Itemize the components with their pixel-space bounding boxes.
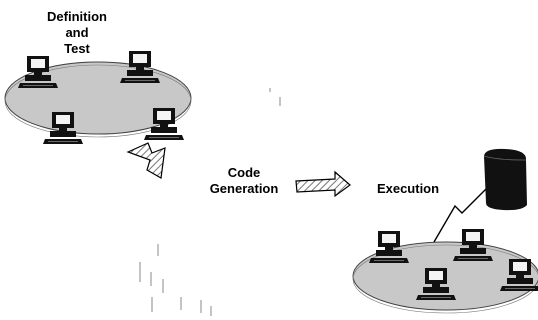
server-tower-icon [483,148,527,211]
execution-label: Execution [376,181,440,196]
scan-marks [139,88,281,316]
hatched-arrow-icon [295,170,351,198]
definition-and-test-label: Definition and Test [47,9,107,56]
definition-network [4,50,192,145]
code-generation-label: Code Generation [209,165,279,196]
lightning-bolt-link-icon [433,187,488,243]
execution-network [352,228,538,314]
hatched-arrow-icon [126,142,166,179]
